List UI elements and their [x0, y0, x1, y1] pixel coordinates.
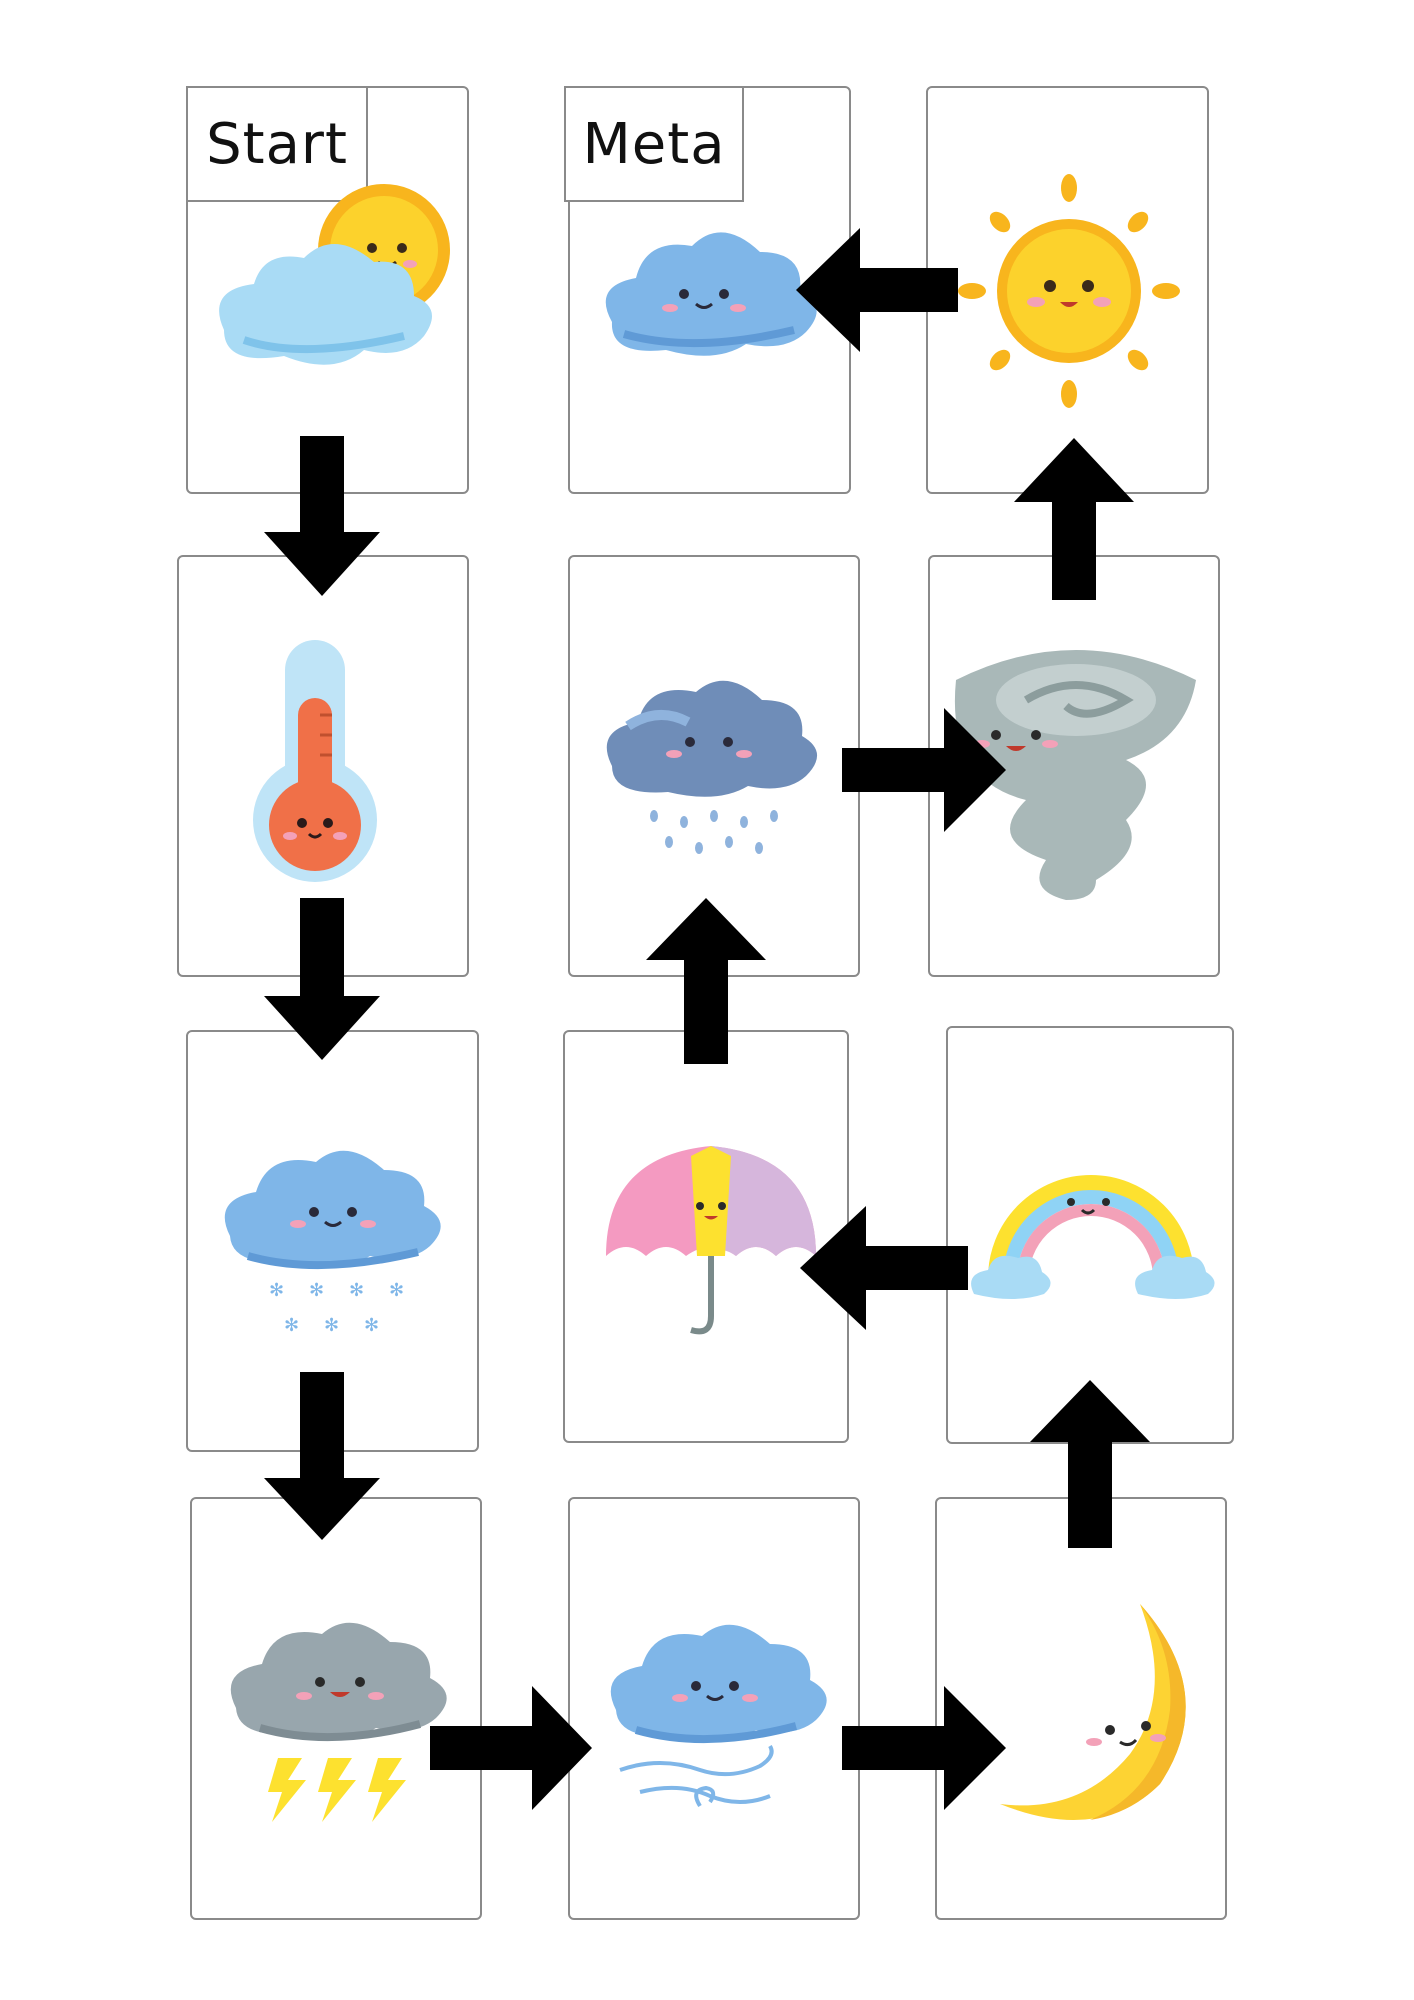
svg-text:✻: ✻ [324, 1315, 339, 1336]
sun-behind-cloud-icon [219, 184, 450, 365]
svg-text:✻: ✻ [349, 1280, 364, 1301]
start-label: Start [186, 86, 368, 202]
arrow-down-1 [264, 436, 380, 596]
card-rainbow [946, 1026, 1234, 1444]
svg-text:✻: ✻ [364, 1315, 379, 1336]
arrow-right-2 [842, 1686, 1006, 1810]
windy-cloud-icon [610, 1624, 827, 1808]
rainbow-icon [971, 1175, 1215, 1299]
svg-text:✻: ✻ [284, 1315, 299, 1336]
arrow-left-2 [796, 228, 958, 352]
svg-text:✻: ✻ [269, 1280, 284, 1301]
umbrella-icon [606, 1146, 816, 1335]
arrow-up-3 [1014, 438, 1134, 600]
arrow-down-2 [264, 898, 380, 1060]
cloud-icon [605, 232, 817, 356]
svg-text:✻: ✻ [389, 1280, 404, 1301]
svg-text:✻: ✻ [309, 1280, 324, 1301]
arrow-up-2 [646, 898, 766, 1064]
sun-icon [958, 174, 1180, 408]
arrow-down-3 [264, 1372, 380, 1540]
arrow-up-1 [1030, 1380, 1150, 1548]
snow-cloud-icon: ✻✻✻✻ ✻✻✻ [224, 1150, 441, 1336]
arrow-left-1 [800, 1206, 968, 1330]
moon-icon [1000, 1604, 1186, 1820]
thunderstorm-cloud-icon [230, 1622, 447, 1822]
rain-cloud-icon [606, 680, 818, 854]
arrow-right-3 [842, 708, 1006, 832]
end-label: Meta [564, 86, 744, 202]
tornado-icon [954, 650, 1196, 900]
thermometer-icon [253, 640, 377, 882]
arrow-right-1 [430, 1686, 592, 1810]
